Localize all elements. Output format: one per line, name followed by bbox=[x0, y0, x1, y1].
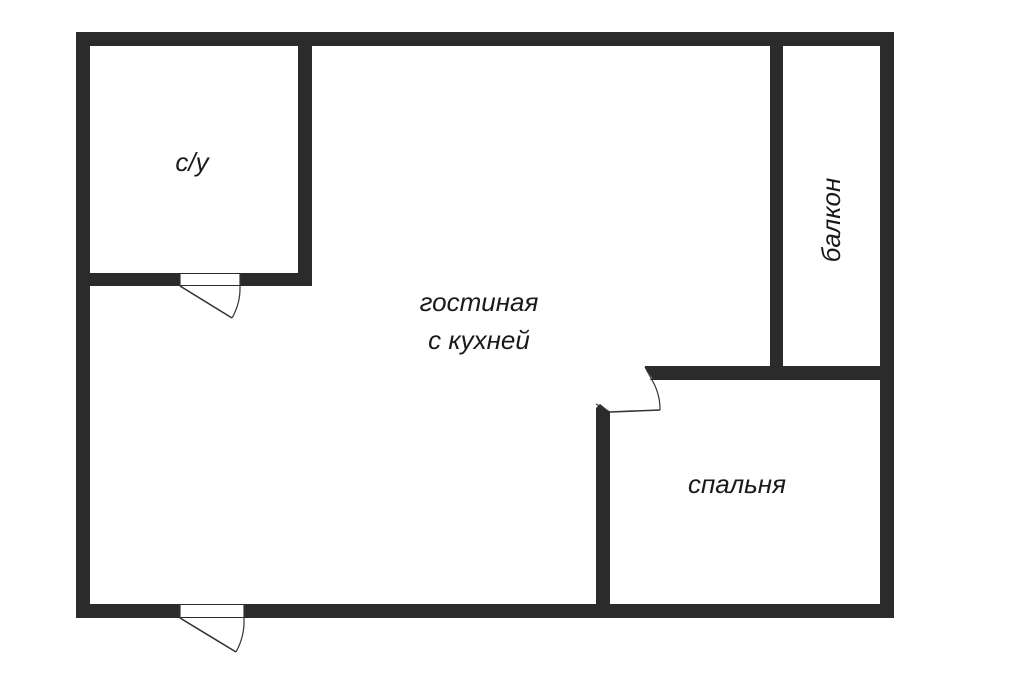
balcony-label: балкон bbox=[816, 178, 846, 263]
entrance-door-swing bbox=[235, 617, 245, 653]
bathroom-label: с/у bbox=[175, 147, 210, 177]
bedroom-door-leaf bbox=[609, 409, 661, 413]
bedroom-label: спальня bbox=[688, 469, 786, 499]
bathroom-wall-right bbox=[298, 32, 312, 286]
bedroom-door-jamb-a bbox=[595, 403, 611, 413]
outer-wall-bottom bbox=[76, 604, 894, 618]
entrance-door-leaf bbox=[179, 617, 237, 653]
bedroom-door-jamb-b bbox=[644, 366, 653, 381]
walls bbox=[76, 32, 894, 618]
bathroom-door-swing bbox=[231, 285, 241, 319]
bedroom-wall-left bbox=[596, 408, 610, 618]
outer-wall-left bbox=[76, 32, 90, 618]
bathroom-door-opening bbox=[180, 274, 240, 285]
doors bbox=[179, 274, 661, 653]
entrance-door-opening bbox=[180, 605, 244, 617]
balcony-wall-left bbox=[770, 32, 783, 378]
outer-wall-right bbox=[880, 32, 894, 618]
living-room-label-line1: гостиная bbox=[420, 287, 539, 317]
bedroom-wall-top bbox=[645, 366, 894, 380]
bathroom-door-leaf bbox=[179, 285, 233, 319]
outer-wall-top bbox=[76, 32, 894, 46]
living-room-label-line2: с кухней bbox=[428, 325, 530, 355]
bedroom-door-opening bbox=[600, 367, 652, 412]
bedroom-door-swing bbox=[651, 379, 661, 411]
